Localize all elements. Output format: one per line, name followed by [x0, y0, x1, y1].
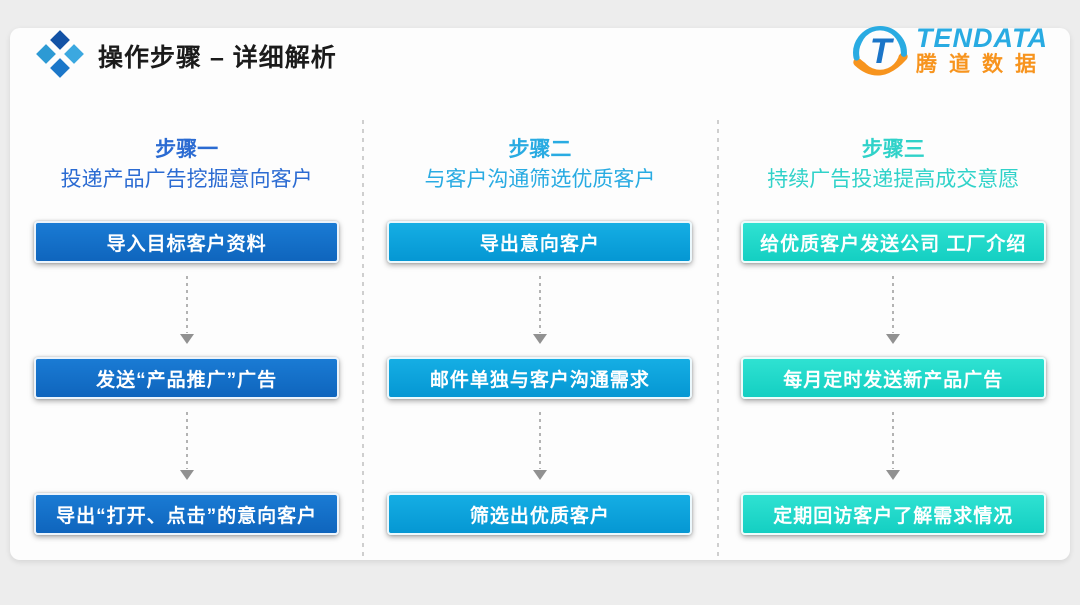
diamond-top: [50, 30, 70, 50]
arrow-down-icon: [717, 399, 1070, 493]
arrow-head: [532, 334, 547, 344]
step-1-box-1: 导入目标客户资料: [34, 221, 340, 263]
column-separator-1: [362, 120, 364, 558]
step-3-box-2: 每月定时发送新产品广告: [740, 357, 1046, 399]
step-3-box-3: 定期回访客户了解需求情况: [740, 493, 1046, 535]
diamond-right: [64, 44, 84, 64]
step-column-2: 步骤二 与客户沟通筛选优质客户 导出意向客户 邮件单独与客户沟通需求 筛选出优质…: [363, 135, 716, 560]
arrow-down-icon: [10, 263, 363, 357]
step-1-subtitle: 投递产品广告挖掘意向客户: [60, 168, 313, 191]
step-2-box-2: 邮件单独与客户沟通需求: [387, 357, 693, 399]
logo-brand-name-cn: 腾道数据: [916, 53, 1048, 76]
diamonds-icon: [36, 30, 84, 78]
diamond-left: [36, 44, 56, 64]
step-3-box-1: 给优质客户发送公司 工厂介绍: [740, 221, 1046, 263]
arrow-head: [179, 334, 194, 344]
step-2-box-3: 筛选出优质客户: [387, 493, 693, 535]
logo-brand-name: TENDATA: [916, 23, 1048, 53]
step-2-subtitle: 与客户沟通筛选优质客户: [424, 168, 656, 191]
step-2-title: 步骤二: [508, 138, 572, 161]
arrow-head: [179, 470, 194, 480]
arrow-head: [886, 334, 901, 344]
slide-header: 操作步骤 – 详细解析 T TENDATA 腾道数据: [10, 24, 1070, 118]
arrow-line: [892, 412, 895, 469]
steps-content: 步骤一 投递产品广告挖掘意向客户 导入目标客户资料 发送“产品推广”广告 导出“…: [10, 135, 1070, 560]
step-3-title: 步骤三: [861, 138, 925, 161]
arrow-head: [532, 470, 547, 480]
arrow-line: [185, 412, 188, 469]
step-1-box-2: 发送“产品推广”广告: [34, 357, 340, 399]
tendata-logo: T TENDATA 腾道数据: [850, 18, 1048, 84]
step-1-box-3: 导出“打开、点击”的意向客户: [34, 493, 340, 535]
arrow-head: [886, 470, 901, 480]
arrow-down-icon: [10, 399, 363, 493]
arrow-down-icon: [363, 399, 716, 493]
column-separator-2: [717, 120, 719, 558]
arrow-line: [892, 276, 895, 333]
step-column-3: 步骤三 持续广告投递提高成交意愿 给优质客户发送公司 工厂介绍 每月定时发送新产…: [717, 135, 1070, 560]
tendata-logo-icon: T: [853, 26, 908, 76]
step-column-1: 步骤一 投递产品广告挖掘意向客户 导入目标客户资料 发送“产品推广”广告 导出“…: [10, 135, 363, 560]
arrow-down-icon: [363, 263, 716, 357]
step-1-title: 步骤一: [155, 138, 219, 161]
arrow-line: [538, 412, 541, 469]
svg-text:T: T: [870, 31, 895, 71]
slide-card: 操作步骤 – 详细解析 T TENDATA 腾道数据 步骤一 投递产品广告挖掘意…: [10, 24, 1070, 560]
step-3-subtitle: 持续广告投递提高成交意愿: [767, 168, 1020, 191]
logo-text: TENDATA 腾道数据: [916, 24, 1048, 78]
diamond-bottom: [50, 58, 70, 78]
arrow-down-icon: [717, 263, 1070, 357]
step-2-box-1: 导出意向客户: [387, 221, 693, 263]
arrow-line: [185, 276, 188, 333]
arrow-line: [538, 276, 541, 333]
page-title: 操作步骤 – 详细解析: [98, 44, 337, 72]
